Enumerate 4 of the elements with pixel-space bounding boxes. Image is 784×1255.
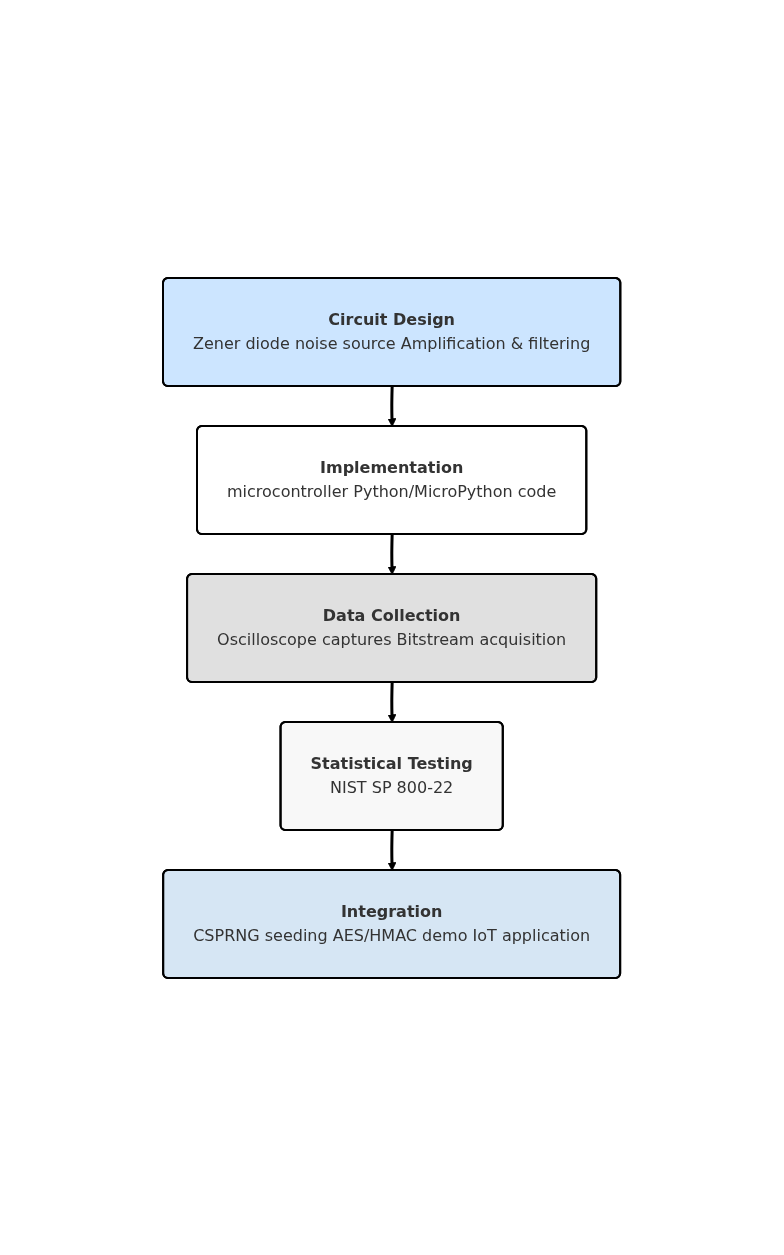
arrow xyxy=(387,533,397,575)
arrow xyxy=(387,681,397,723)
arrow xyxy=(387,829,397,871)
arrow xyxy=(387,385,397,427)
